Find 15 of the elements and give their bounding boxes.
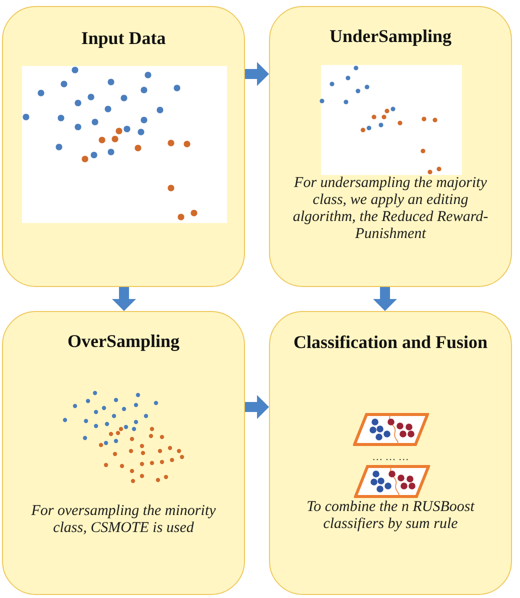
panel-title: OverSampling xyxy=(68,330,180,352)
description-text: To combine the n RUSBoost classifiers by sum rule xyxy=(306,499,476,533)
step-panel xyxy=(269,6,512,287)
panel-title: Classification and Fusion xyxy=(293,331,488,353)
block-arrow xyxy=(245,395,269,419)
panel-title: Input Data xyxy=(81,27,166,49)
panel-title: UnderSampling xyxy=(329,25,452,47)
description-text: For undersampling the majority class, we apply an editing algorithm, the Reduced Reward-Punishment xyxy=(292,175,490,243)
block-arrow xyxy=(112,287,136,311)
step-panel xyxy=(2,311,245,595)
description-text: For oversampling the minority class, CSMOTE is used xyxy=(30,503,217,537)
block-arrow xyxy=(373,287,397,311)
block-arrow xyxy=(245,62,269,86)
ellipsis-text: … … … xyxy=(372,452,409,464)
step-panel xyxy=(269,311,512,595)
